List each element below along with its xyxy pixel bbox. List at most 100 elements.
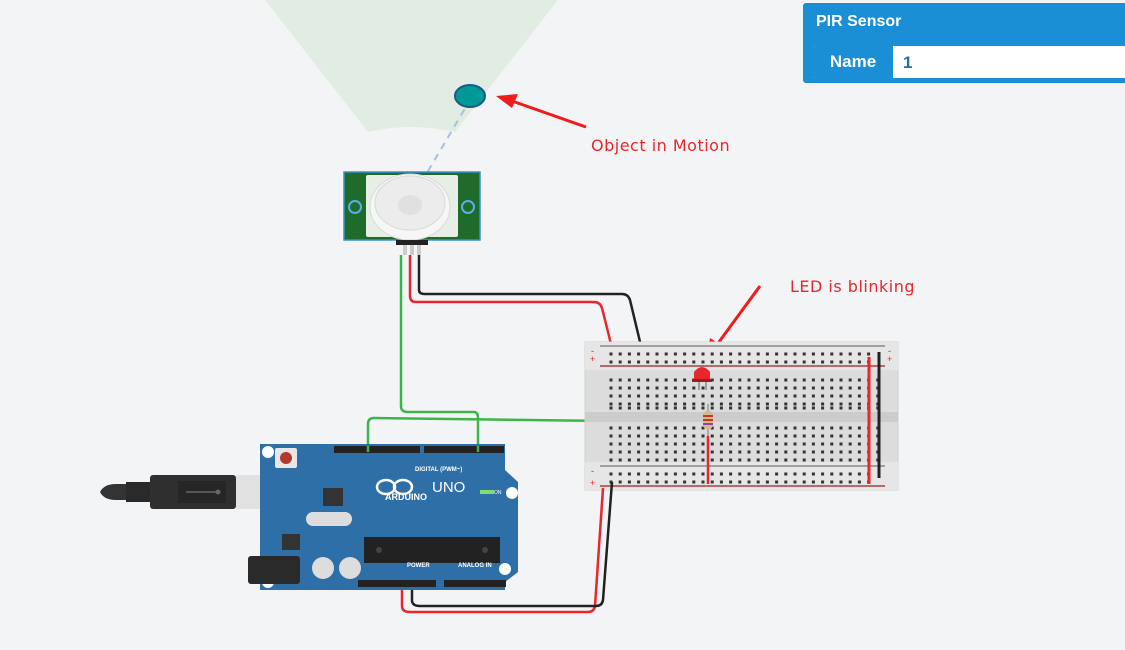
breadboard-hole[interactable]	[609, 406, 613, 410]
breadboard-hole[interactable]	[683, 360, 687, 364]
breadboard-hole[interactable]	[793, 402, 797, 406]
breadboard-hole[interactable]	[839, 378, 843, 382]
breadboard-hole[interactable]	[664, 352, 668, 356]
breadboard-hole[interactable]	[802, 458, 806, 462]
breadboard-hole[interactable]	[618, 458, 622, 462]
breadboard-hole[interactable]	[821, 472, 825, 476]
breadboard-hole[interactable]	[646, 450, 650, 454]
breadboard-hole[interactable]	[848, 378, 852, 382]
breadboard-hole[interactable]	[655, 480, 659, 484]
breadboard-hole[interactable]	[637, 406, 641, 410]
breadboard-hole[interactable]	[692, 406, 696, 410]
breadboard-hole[interactable]	[775, 472, 779, 476]
breadboard-hole[interactable]	[784, 394, 788, 398]
breadboard-hole[interactable]	[637, 472, 641, 476]
breadboard-hole[interactable]	[618, 450, 622, 454]
breadboard-hole[interactable]	[784, 426, 788, 430]
breadboard-hole[interactable]	[710, 378, 714, 382]
breadboard-hole[interactable]	[830, 458, 834, 462]
breadboard-hole[interactable]	[664, 480, 668, 484]
breadboard-hole[interactable]	[848, 434, 852, 438]
breadboard-hole[interactable]	[821, 442, 825, 446]
breadboard-hole[interactable]	[655, 386, 659, 390]
breadboard-hole[interactable]	[830, 434, 834, 438]
breadboard-hole[interactable]	[692, 458, 696, 462]
breadboard-hole[interactable]	[719, 352, 723, 356]
breadboard-hole[interactable]	[692, 386, 696, 390]
breadboard-hole[interactable]	[664, 450, 668, 454]
breadboard-hole[interactable]	[738, 458, 742, 462]
breadboard-hole[interactable]	[765, 406, 769, 410]
breadboard-hole[interactable]	[710, 442, 714, 446]
breadboard-hole[interactable]	[784, 386, 788, 390]
breadboard-hole[interactable]	[655, 352, 659, 356]
breadboard-hole[interactable]	[821, 386, 825, 390]
breadboard-hole[interactable]	[793, 386, 797, 390]
breadboard-hole[interactable]	[756, 480, 760, 484]
breadboard-hole[interactable]	[637, 386, 641, 390]
breadboard-hole[interactable]	[756, 458, 760, 462]
breadboard-hole[interactable]	[857, 402, 861, 406]
breadboard-hole[interactable]	[821, 426, 825, 430]
breadboard-hole[interactable]	[710, 458, 714, 462]
breadboard-hole[interactable]	[857, 426, 861, 430]
breadboard-hole[interactable]	[719, 442, 723, 446]
breadboard-hole[interactable]	[664, 378, 668, 382]
breadboard-hole[interactable]	[664, 402, 668, 406]
breadboard-hole[interactable]	[627, 394, 631, 398]
breadboard-hole[interactable]	[811, 480, 815, 484]
breadboard-hole[interactable]	[618, 480, 622, 484]
breadboard-hole[interactable]	[747, 352, 751, 356]
breadboard-hole[interactable]	[729, 458, 733, 462]
breadboard-hole[interactable]	[756, 402, 760, 406]
wire-pir-gnd[interactable]	[417, 255, 643, 347]
breadboard-hole[interactable]	[793, 352, 797, 356]
breadboard-hole[interactable]	[811, 394, 815, 398]
breadboard-hole[interactable]	[830, 472, 834, 476]
breadboard-hole[interactable]	[738, 394, 742, 398]
breadboard-hole[interactable]	[729, 426, 733, 430]
breadboard-hole[interactable]	[775, 480, 779, 484]
breadboard-hole[interactable]	[719, 402, 723, 406]
breadboard-hole[interactable]	[729, 442, 733, 446]
breadboard-hole[interactable]	[765, 480, 769, 484]
breadboard-hole[interactable]	[719, 360, 723, 364]
breadboard-hole[interactable]	[655, 360, 659, 364]
breadboard-hole[interactable]	[627, 480, 631, 484]
breadboard-hole[interactable]	[729, 472, 733, 476]
breadboard-hole[interactable]	[848, 472, 852, 476]
breadboard-hole[interactable]	[637, 402, 641, 406]
resistor[interactable]	[703, 404, 713, 436]
breadboard-hole[interactable]	[793, 434, 797, 438]
breadboard-hole[interactable]	[655, 394, 659, 398]
breadboard-hole[interactable]	[710, 394, 714, 398]
breadboard-hole[interactable]	[701, 394, 705, 398]
breadboard-hole[interactable]	[756, 352, 760, 356]
breadboard-hole[interactable]	[627, 442, 631, 446]
breadboard-hole[interactable]	[637, 442, 641, 446]
breadboard-hole[interactable]	[775, 378, 779, 382]
breadboard-hole[interactable]	[609, 386, 613, 390]
breadboard-hole[interactable]	[683, 378, 687, 382]
breadboard-hole[interactable]	[683, 442, 687, 446]
breadboard-hole[interactable]	[738, 472, 742, 476]
breadboard-hole[interactable]	[719, 386, 723, 390]
breadboard-hole[interactable]	[609, 426, 613, 430]
breadboard-hole[interactable]	[692, 434, 696, 438]
breadboard-hole[interactable]	[821, 450, 825, 454]
breadboard-hole[interactable]	[618, 406, 622, 410]
breadboard-hole[interactable]	[738, 360, 742, 364]
breadboard-hole[interactable]	[683, 450, 687, 454]
breadboard-hole[interactable]	[646, 406, 650, 410]
breadboard-hole[interactable]	[848, 458, 852, 462]
breadboard-hole[interactable]	[738, 386, 742, 390]
breadboard-hole[interactable]	[811, 352, 815, 356]
breadboard-hole[interactable]	[784, 472, 788, 476]
breadboard-hole[interactable]	[848, 450, 852, 454]
breadboard-hole[interactable]	[627, 352, 631, 356]
breadboard-hole[interactable]	[848, 394, 852, 398]
breadboard-hole[interactable]	[637, 434, 641, 438]
breadboard-hole[interactable]	[784, 378, 788, 382]
breadboard-hole[interactable]	[673, 360, 677, 364]
